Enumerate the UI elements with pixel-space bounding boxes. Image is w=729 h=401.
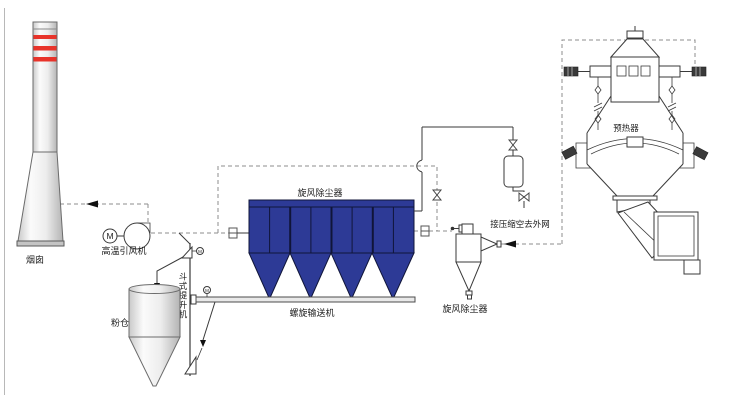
flare-right: [658, 95, 684, 134]
dust-hopper-3: [330, 252, 373, 301]
chimney-base: [16, 240, 65, 247]
chimney-red-stripe: [33, 46, 57, 51]
upper-vessel: [610, 56, 660, 103]
right-bracket: [679, 142, 695, 169]
cyclone-discharge: [465, 290, 473, 296]
preheater: 预热器: [561, 26, 709, 275]
flow-arrow-icon: [86, 200, 98, 208]
chimney-flare: [17, 151, 64, 242]
motor-letter: M: [205, 288, 209, 293]
down-arrow-icon: [200, 340, 206, 347]
left-side-nozzle-icon: [561, 145, 578, 160]
powder-silo: 粉仓: [111, 284, 181, 387]
bag-dust-collector: 旋风除尘器: [228, 187, 430, 301]
kiln-inlet-box: [653, 211, 699, 261]
feed-chute-tail: [196, 347, 203, 361]
bypass-valve-icon: [432, 189, 442, 201]
screw-conveyor-label: 螺旋输送机: [289, 307, 334, 318]
cyclone-cone: [455, 261, 482, 293]
kiln-inlet-box-inner: [657, 215, 695, 257]
cyclone-dust-collector: 旋风除尘器: [442, 223, 502, 314]
chimney-red-stripe: [33, 57, 57, 62]
right-hanger: [667, 77, 677, 130]
discharge-chute: [156, 256, 184, 283]
pipe-preheater-loop: [561, 39, 696, 244]
head-pulley: [180, 245, 193, 259]
induced-draft-fan: M 高温引风机: [101, 222, 151, 256]
tuyere: [628, 65, 639, 77]
cyclone-outlet-box: [461, 223, 474, 235]
right-nozzle-icon: [691, 66, 707, 77]
bucket-elevator-label: 斗式提升机: [178, 272, 188, 320]
pulse-air-system: 接压缩空去外网: [414, 126, 550, 229]
chimney-stack: [32, 21, 58, 153]
motor-letter: M: [198, 249, 202, 254]
chimney-label: 烟囱: [26, 254, 44, 265]
tuyere: [640, 65, 651, 77]
feed-chute: [202, 301, 216, 341]
cyclone-inlet-cone: [480, 236, 499, 252]
cyclone-inlet-flange: [496, 240, 502, 248]
chimney-red-stripe: [33, 35, 57, 39]
air-branch-valve-icon: [518, 192, 530, 202]
flare-left: [586, 95, 612, 134]
flow-arrow-icon: [504, 240, 516, 248]
top-cap: [626, 30, 644, 39]
neck-flange: [612, 195, 658, 201]
motor-letter: M: [106, 231, 113, 241]
dust-hopper-1: [248, 252, 291, 301]
preheater-label: 预热器: [613, 123, 639, 133]
silo-label: 粉仓: [111, 317, 129, 328]
conveyor-end-cap: [190, 294, 197, 305]
pipe-crossover-hop: [416, 159, 423, 173]
compressed-air-label: 接压缩空去外网: [490, 219, 550, 229]
collector-header: [248, 199, 415, 208]
air-valve-icon: [508, 139, 518, 151]
bucket-elevator: M 斗式提升机: [154, 232, 216, 376]
bag-filter-label: 旋风除尘器: [297, 187, 342, 198]
elevator-top-brace: [178, 232, 191, 245]
cone-right: [652, 163, 684, 197]
screw-conveyor: M 螺旋输送机: [190, 286, 416, 318]
left-nozzle-icon: [563, 66, 579, 77]
cone-left: [586, 163, 618, 197]
air-pipe-branch: [512, 187, 525, 192]
outlet-fitting-icon: [420, 225, 430, 237]
left-arm: [589, 65, 612, 78]
dust-hopper-4: [371, 252, 415, 301]
silo-cone: [128, 336, 181, 387]
conveyor-trough: [195, 296, 416, 303]
tuyere: [616, 65, 627, 77]
outlet-dot-icon: [450, 226, 455, 231]
right-side-nozzle-icon: [692, 146, 709, 161]
chimney: 烟囱: [16, 21, 65, 265]
cyclone-body: [455, 233, 482, 263]
silo-body: [128, 288, 181, 338]
air-receiver-tank: [503, 155, 524, 188]
fan-label: 高温引风机: [101, 245, 146, 256]
left-bracket: [575, 142, 591, 169]
inlet-fitting-icon: [228, 227, 238, 239]
fan-volute-corner: [137, 222, 151, 233]
dust-hopper-2: [289, 252, 332, 301]
motor-icon: [102, 228, 118, 244]
vessel-roof: [609, 38, 661, 58]
silo-top: [128, 284, 181, 294]
boot-pulley: [184, 355, 197, 375]
gas-piping-dashed: [60, 39, 696, 248]
box-foot: [683, 259, 701, 275]
right-arm: [658, 65, 681, 78]
cyclone-discharge-tip: [467, 294, 472, 300]
arch-center-port: [626, 136, 644, 148]
cyclone-label: 旋风除尘器: [442, 303, 487, 314]
left-hanger: [593, 77, 603, 130]
